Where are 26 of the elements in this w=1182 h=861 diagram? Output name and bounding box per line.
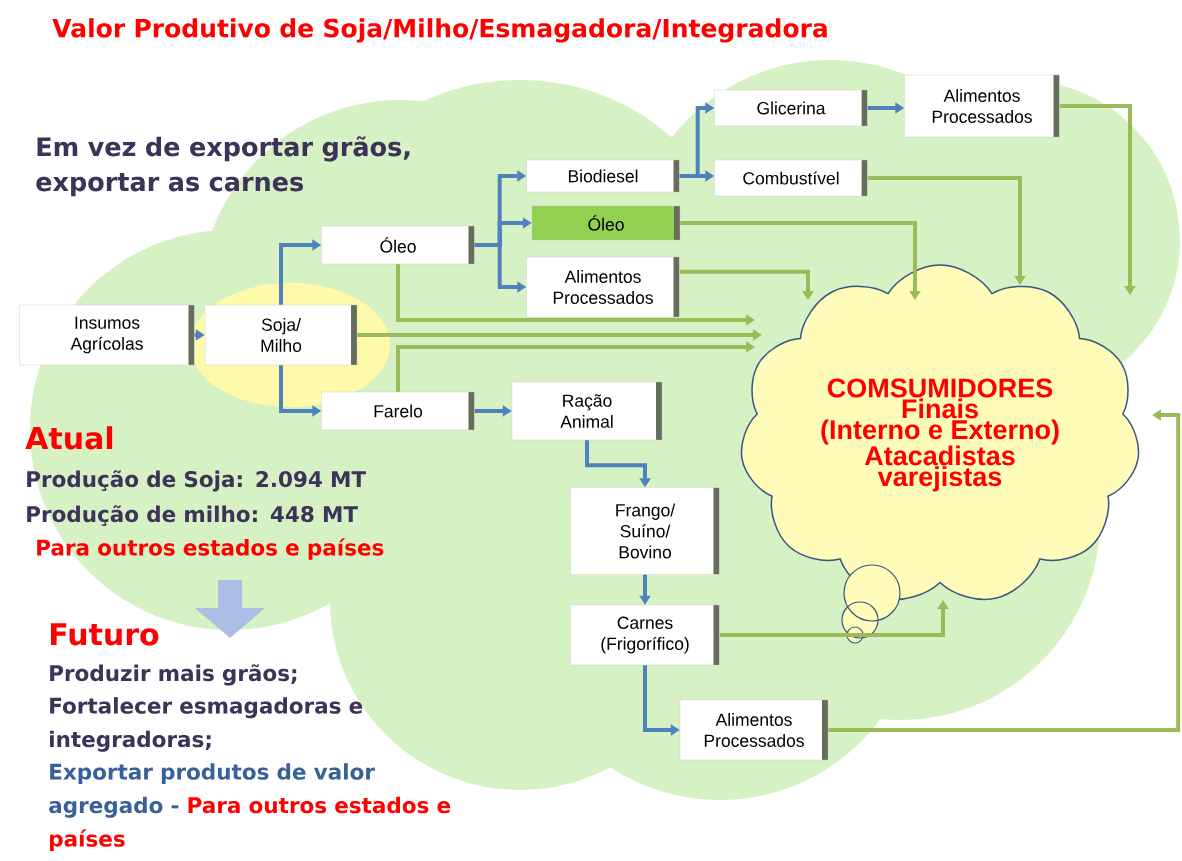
title: Valor Produtivo de Soja/Milho/Esmagadora/Integradora [52,18,827,43]
subtitle: Em vez de exportar grãos, exportar as carnes [36,136,410,197]
process-box: Soja/ Milho [204,304,358,366]
note-text: Exportar produtos de valor agregado - Para outros estados e países [49,763,451,851]
heading: Futuro [50,623,159,646]
note-text: Fortalecer esmagadoras e integradoras; [50,697,363,752]
thought-cloud: COMSUMIDORES Finais (Interno e Externo) Atacadistas varejistas [740,264,1140,601]
note-text: Produção de milho: 448 MT [27,505,358,527]
process-box: Insumos Agrícolas [19,304,195,366]
process-box: Ração Animal [511,381,663,441]
process-box: Carnes (Frigorífico) [570,604,720,666]
process-box: Glicerina [714,89,868,127]
process-box: Combustível [714,159,868,197]
process-box: Óleo [531,205,681,241]
node-label: Insumos Agrícolas [70,316,143,354]
heading: Atual [25,426,113,450]
process-box: Frango/ Suíno/ Bovino [570,487,720,575]
note-text: Para outros estados e países [37,538,384,560]
process-box: Farelo [321,391,475,431]
note-text: Produção de Soja: 2.094 MT [27,470,366,492]
process-box: Alimentos Processados [904,74,1060,138]
process-box: Óleo [321,225,475,265]
note-text: Produzir mais grãos; [50,664,297,686]
process-box: Alimentos Processados [526,256,680,318]
process-box: Biodiesel [526,159,680,193]
process-box: Alimentos Processados [679,699,829,761]
